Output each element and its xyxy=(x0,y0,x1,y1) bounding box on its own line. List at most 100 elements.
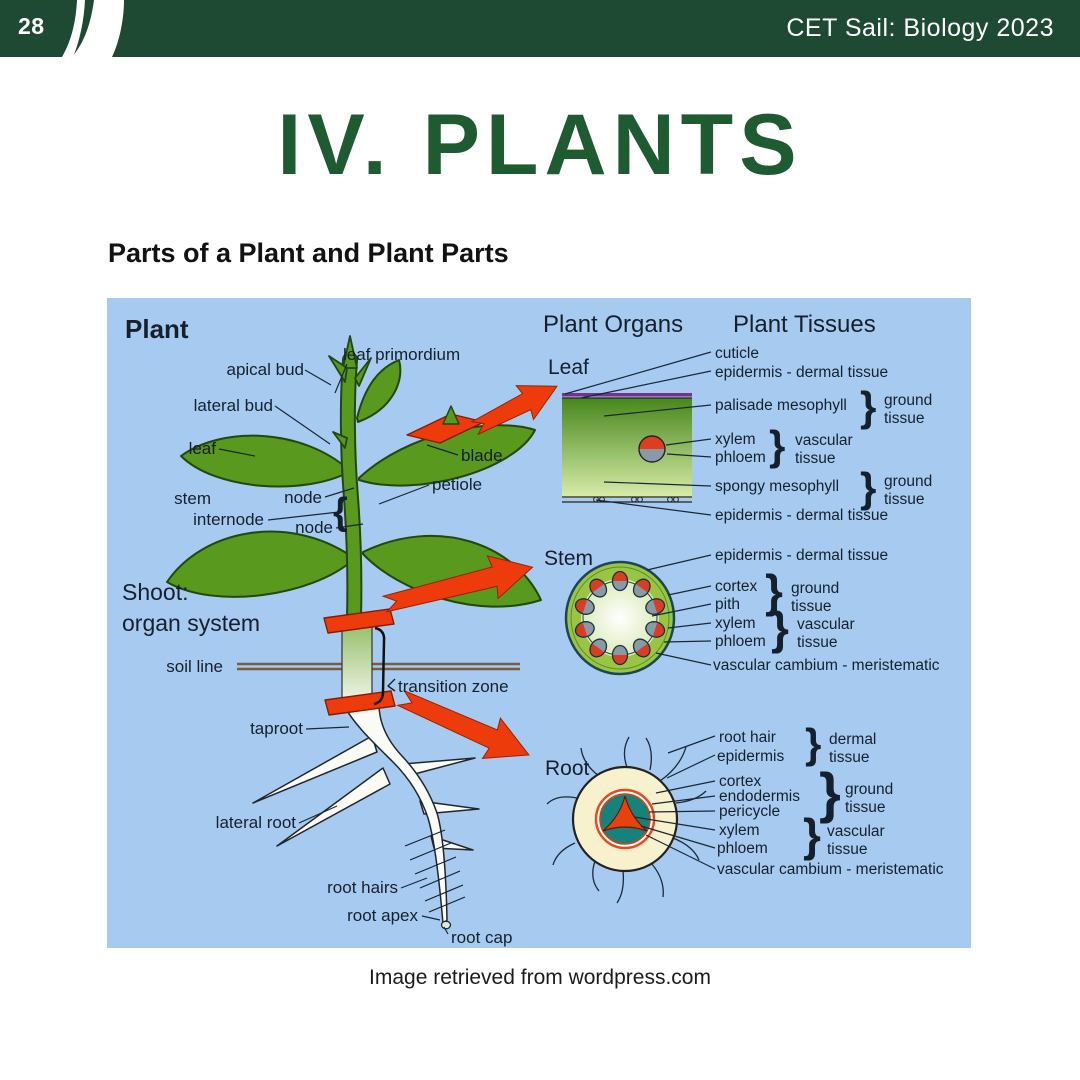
label-root-cambium: vascular cambium - meristematic xyxy=(717,861,944,878)
label-lateral-bud: lateral bud xyxy=(194,396,273,415)
label-lateral-root: lateral root xyxy=(216,813,297,832)
lateral-bud-shape xyxy=(332,431,348,449)
label-dermal-2: tissue xyxy=(829,749,870,766)
label-root-ground-1: ground xyxy=(845,781,893,798)
label-root-hairs: root hairs xyxy=(327,878,398,897)
label-root-hair: root hair xyxy=(719,729,776,746)
root-hairs-lines xyxy=(404,829,466,913)
brace: } xyxy=(769,422,785,469)
label-ground2-2: tissue xyxy=(884,491,925,508)
arrow-to-stem xyxy=(381,555,534,613)
leaf-mid-left xyxy=(180,434,350,488)
label-leaf-epidermis-bottom: epidermis - dermal tissue xyxy=(715,507,888,524)
label-ground1-1: ground xyxy=(884,392,932,409)
section-subtitle: Parts of a Plant and Plant Parts xyxy=(108,238,509,268)
label-ground2-1: ground xyxy=(884,473,932,490)
transition-zone-bracket xyxy=(373,626,386,706)
brace: } xyxy=(805,720,821,767)
leaf-lower-left xyxy=(166,530,354,598)
label-stem-vascular-2: tissue xyxy=(797,634,838,651)
label-leaf: leaf xyxy=(189,439,217,458)
label-root-apex: root apex xyxy=(347,906,418,925)
brace: } xyxy=(819,761,841,824)
label-ground1-2: tissue xyxy=(884,410,925,427)
label-palisade: palisade mesophyll xyxy=(715,397,847,414)
label-shoot-1: Shoot: xyxy=(122,579,189,605)
label-blade: blade xyxy=(461,446,503,465)
header-bar xyxy=(0,0,1080,57)
label-leaf-epidermis-top: epidermis - dermal tissue xyxy=(715,364,888,381)
root-cap-shape xyxy=(440,920,452,930)
image-credit-caption: Image retrieved from wordpress.com xyxy=(369,966,711,989)
label-stem-epidermis: epidermis - dermal tissue xyxy=(715,547,888,564)
page-title: IV. PLANTS xyxy=(277,97,803,193)
arrow-to-root xyxy=(396,689,530,759)
root-hairs-radial xyxy=(546,736,707,904)
page-number: 28 xyxy=(18,13,45,39)
cuticle-layer xyxy=(562,393,692,397)
brace: } xyxy=(771,602,789,654)
organs-header: Plant Organs xyxy=(543,311,683,338)
leaf-sample-triangle xyxy=(442,405,460,425)
label-root-cap: root cap xyxy=(451,928,512,947)
leader-lines xyxy=(218,351,716,935)
label-node-upper: node xyxy=(284,488,322,507)
brace: } xyxy=(860,383,876,430)
root-cross-section xyxy=(546,736,707,904)
brace: } xyxy=(860,464,876,511)
label-shoot-2: organ system xyxy=(122,610,260,636)
label-root-xylem: xylem xyxy=(719,822,759,839)
leaf-lower-right xyxy=(362,534,542,608)
tissues-header: Plant Tissues xyxy=(733,311,876,338)
label-taproot: taproot xyxy=(250,719,303,738)
shoot-root-collar-upper xyxy=(323,608,395,634)
apical-bud-shape xyxy=(342,335,358,369)
node-brace: { xyxy=(333,491,348,533)
label-leaf-vascular-2: tissue xyxy=(795,450,836,467)
label-stem-vascular-1: vascular xyxy=(797,616,855,633)
label-cuticle: cuticle xyxy=(715,345,759,362)
label-endodermis: endodermis xyxy=(719,788,800,805)
bud-leaflet xyxy=(354,357,372,387)
label-stem-xylem: xylem xyxy=(715,615,755,632)
label-pericycle: pericycle xyxy=(719,803,780,820)
label-root-vascular-1: vascular xyxy=(827,823,885,840)
label-stem-ground-2: tissue xyxy=(791,598,832,615)
label-apical-bud: apical bud xyxy=(226,360,304,379)
sail-logo-icon xyxy=(62,0,124,57)
label-leaf-primordium: leaf primordium xyxy=(343,345,460,364)
stem-shape xyxy=(341,354,361,624)
label-stem-phloem: phloem xyxy=(715,633,766,650)
transition-stem xyxy=(341,615,373,709)
label-soil-line: soil line xyxy=(166,657,223,676)
label-stem-organ: Stem xyxy=(544,547,593,570)
plant-diagram: Plant Plant Organs Plant Tissues apical … xyxy=(107,298,971,948)
header-title: CET Sail: Biology 2023 xyxy=(786,14,1054,42)
label-node-lower: node xyxy=(295,518,333,537)
label-leaf-vascular-1: vascular xyxy=(795,432,853,449)
label-leaf-xylem: xylem xyxy=(715,431,755,448)
shoot-root-collar-lower xyxy=(324,690,396,716)
root-xylem-star xyxy=(602,795,648,832)
label-stem: stem xyxy=(174,489,211,508)
label-root-organ: Root xyxy=(545,757,590,780)
label-internode: internode xyxy=(193,510,264,529)
label-petiole: petiole xyxy=(432,475,482,494)
label-root-phloem: phloem xyxy=(717,840,768,857)
transition-zone-tick xyxy=(387,678,396,692)
label-root-vascular-2: tissue xyxy=(827,841,868,858)
label-root-cortex: cortex xyxy=(719,773,761,790)
brace: } xyxy=(765,565,783,617)
diagram-title: Plant xyxy=(125,314,189,344)
label-root-epidermis: epidermis xyxy=(717,748,784,765)
label-spongy: spongy mesophyll xyxy=(715,478,839,495)
leaf-mid-right xyxy=(358,424,536,487)
label-stem-ground-1: ground xyxy=(791,580,839,597)
label-transition-zone: transition zone xyxy=(398,677,509,696)
stem-cross-section xyxy=(564,560,676,676)
arrow-to-leaf xyxy=(470,385,558,436)
leaf-vascular-bundle xyxy=(638,435,666,463)
label-leaf-phloem: phloem xyxy=(715,449,766,466)
brace: } xyxy=(803,809,821,861)
label-stem-cambium: vascular cambium - meristematic xyxy=(713,657,940,674)
